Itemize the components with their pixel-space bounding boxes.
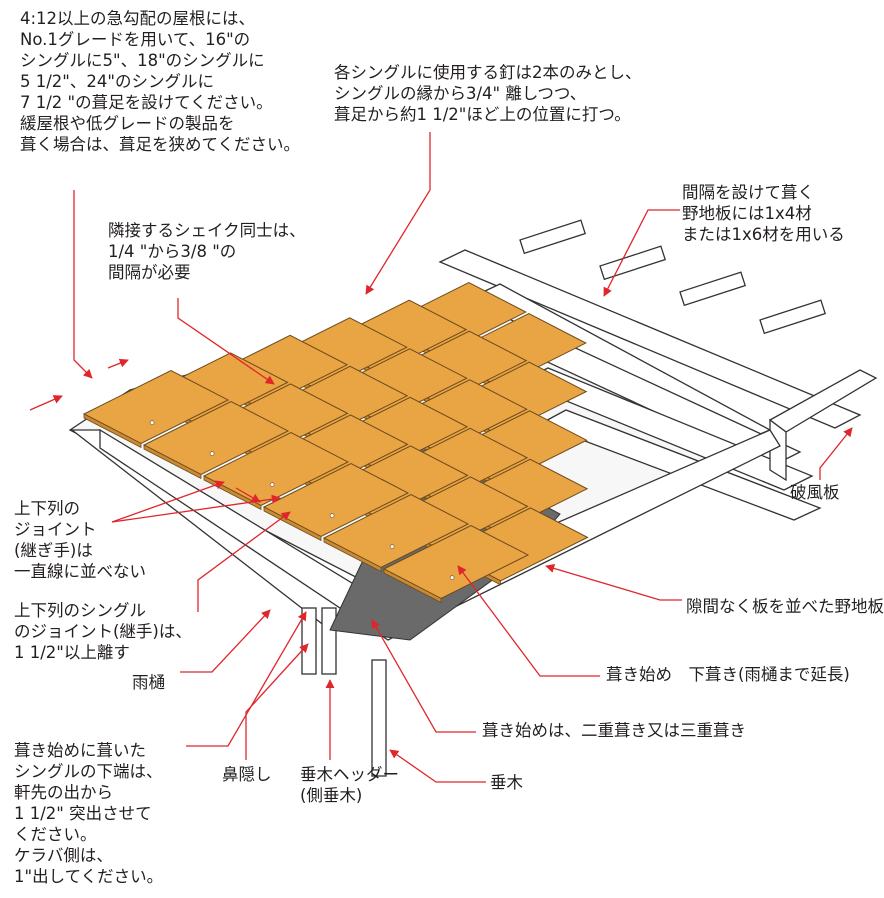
barge-board-face — [769, 418, 787, 482]
shingle-field — [82, 282, 589, 604]
leader-barge-board — [819, 427, 853, 480]
label-starter-underlay: 葺き始め 下葺き(雨樋まで延長) — [606, 665, 850, 684]
label-spaced-sheathing: 間隔を設けて葺く 野地板には1x4材 または1x6材を用いる — [682, 183, 845, 244]
leader-solid-sheathing — [545, 563, 682, 601]
leader-gutter — [180, 609, 271, 673]
label-shake-gap: 隣接するシェイク同士は、 1/4 "から3/8 "の 間隔が必要 — [108, 221, 306, 282]
rafter-header-post — [321, 607, 337, 675]
leader-spaced-sheathing — [603, 209, 680, 297]
leader-fascia — [245, 643, 309, 760]
shingle-edge — [263, 506, 322, 542]
nail-mark — [269, 482, 275, 487]
shingle-edge — [143, 444, 202, 480]
leader-joint-a — [111, 480, 225, 523]
leader-rafter — [389, 749, 486, 783]
label-starter-course: 葺き始めは、二重葺き又は三重葺き — [482, 721, 746, 740]
leader-shake-gap — [177, 298, 275, 385]
rafter-ends — [519, 219, 827, 335]
label-starter-overhang: 葺き始めに葺いた シングルの下端は、 軒先の出から 1 1/2" 突出させて く… — [14, 741, 164, 886]
leader-nail-note — [365, 132, 431, 295]
label-joint-not-aligned: 上下列の ジョイント (継ぎ手)は 一直線に並べない — [14, 499, 146, 581]
nail-mark — [329, 513, 335, 518]
shingle-edge — [383, 568, 442, 604]
leader-joint-offset — [197, 511, 291, 612]
label-nail-note: 各シングルに使用する釘は2本のみとし、 シングルの縁から3/4" 離しつつ、 葺… — [334, 63, 642, 124]
leader-pitch-note — [73, 190, 93, 379]
label-fascia: 鼻隠し — [222, 765, 272, 784]
label-pitch-note: 4:12以上の急勾配の屋根には、 No.1グレードを用いて、16"の シングルに… — [20, 9, 301, 154]
nail-mark — [149, 420, 155, 425]
fascia-post — [301, 607, 317, 675]
nail-mark — [209, 451, 215, 456]
leader-starter-underlay — [457, 565, 600, 677]
leader-lines — [29, 132, 853, 783]
label-barge-board: 破風板 — [790, 483, 840, 502]
leader-gap-left — [29, 395, 63, 411]
label-gutter: 雨樋 — [132, 673, 165, 692]
leader-starter-overhang — [186, 611, 307, 747]
nail-mark — [389, 544, 395, 549]
label-joint-offset: 上下列のシングル のジョイント(継手)は、 1 1/2"以上離す — [14, 601, 192, 662]
leader-gap-right — [107, 358, 129, 369]
shingle-edge — [83, 413, 142, 449]
label-solid-sheathing: 隙間なく板を並べた野地板 — [686, 597, 884, 616]
leader-joint-c — [235, 487, 261, 503]
label-rafter-header: 垂木ヘッダー (側垂木) — [300, 765, 399, 805]
leader-starter-course — [371, 619, 476, 733]
rafter-post — [371, 659, 387, 777]
nail-mark — [449, 575, 455, 580]
label-rafter: 垂木 — [490, 773, 523, 792]
shingle-edge — [323, 537, 382, 573]
